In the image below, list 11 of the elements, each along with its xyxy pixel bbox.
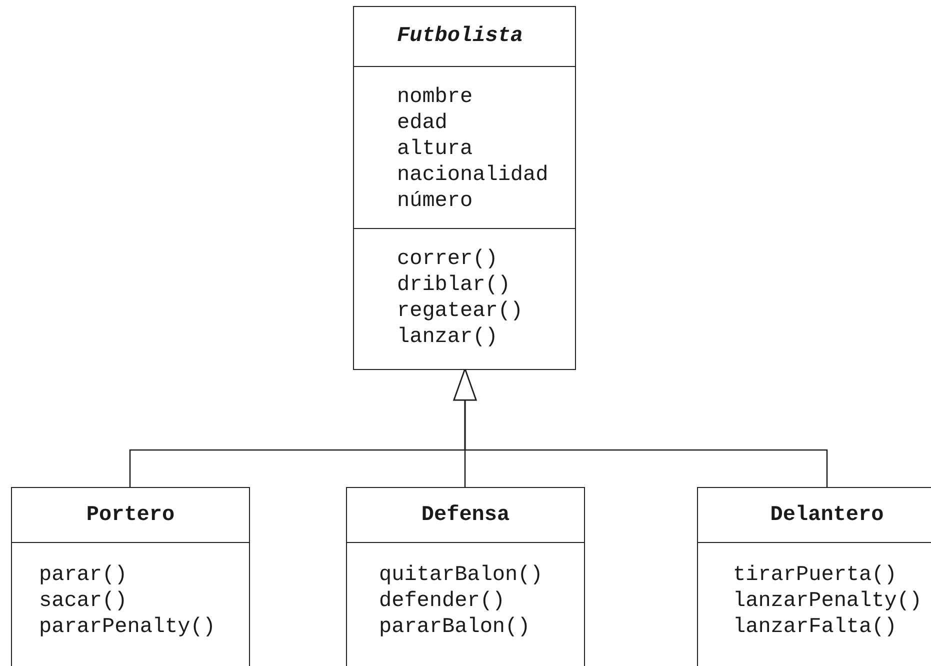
- member-list: tirarPuerta() lanzarPenalty() lanzarFalta(): [733, 563, 922, 641]
- member-list: parar() sacar() pararPenalty(): [39, 563, 216, 641]
- class-name: Delantero: [770, 504, 884, 526]
- class-name: Portero: [86, 504, 175, 526]
- member-list: quitarBalon() defender() pararBalon(): [379, 563, 543, 641]
- class-name: Defensa: [421, 504, 510, 526]
- class-name: Futbolista: [397, 25, 524, 48]
- inheritance-arrow: [453, 368, 828, 487]
- member-list: correr() driblar() regatear() lanzar(): [397, 247, 524, 351]
- member-list: nombre edad altura nacionalidad número: [397, 85, 548, 215]
- class-box: [353, 6, 576, 370]
